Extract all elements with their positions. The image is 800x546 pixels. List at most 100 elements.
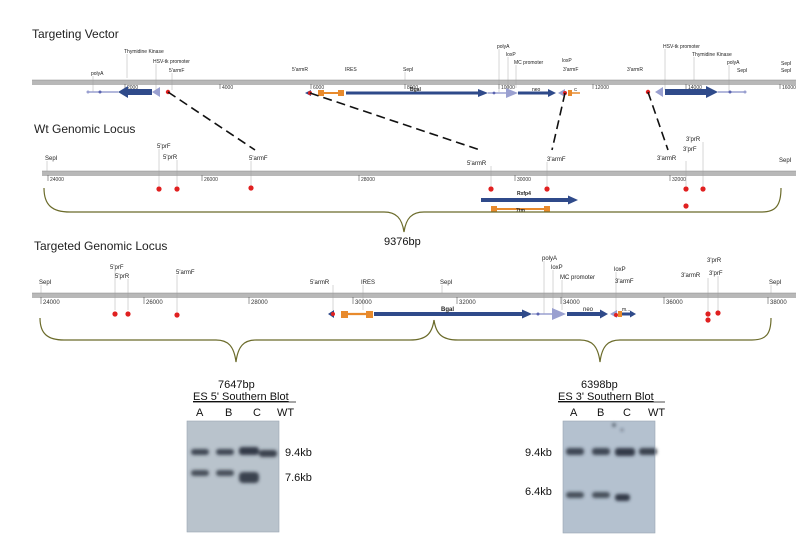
targeted-primer-dots — [112, 310, 721, 323]
wt-label-5armR: 5'armR — [467, 161, 487, 167]
blot3-membrane — [563, 421, 655, 533]
lane-label: C — [623, 407, 631, 419]
blot-5prime: 7647bp ES 5' Southern Blot A B C WT 9.4k… — [186, 379, 312, 533]
rxfp4-gene: Rxfp4 7tm — [481, 191, 578, 214]
tg-label-3prF: 3'prF — [709, 271, 723, 277]
wt-label-3armR: 3'armR — [657, 156, 677, 162]
wt-primer-dots — [156, 185, 706, 209]
label-polyA: polyA — [497, 44, 510, 50]
label-5armR: 5'armR — [292, 67, 308, 73]
blot3-title: ES 3' Southern Blot — [558, 391, 654, 403]
tg-label-5armF: 5'armF — [176, 270, 195, 276]
label-3armF: 3'armF — [563, 67, 578, 73]
label-ires: IRES — [345, 67, 357, 73]
lane-label: B — [597, 407, 604, 419]
tg-label-3armF: 3'armF — [615, 279, 634, 285]
blot5-title: ES 5' Southern Blot — [193, 391, 289, 403]
blot5-size: 7.6kb — [285, 472, 312, 484]
tg-label-m: m... — [622, 307, 630, 313]
targeted-tick-label: 38000 — [770, 300, 787, 306]
wt-tick-label: 28000 — [361, 177, 375, 183]
blot3-lanes: A B C WT — [570, 407, 665, 419]
wt-label-3prR: 3'prR — [686, 137, 701, 143]
vector-labels: polyA Thymidine Kinase HSV-tk promoter 5… — [91, 44, 791, 92]
vector-section: Targeting Vector 2000 4000 6000 8000 100… — [32, 27, 796, 98]
label-rxfp4: Rxfp4 — [517, 191, 531, 197]
wt-size-label: 9376bp — [384, 236, 421, 248]
primer-dot — [112, 311, 118, 317]
wt-tick-label: 26000 — [204, 177, 218, 183]
tg-label-bgal: Bgal — [441, 307, 454, 313]
primer-dot — [705, 311, 711, 317]
primer-dot — [700, 186, 706, 192]
primer-dot — [715, 310, 721, 316]
tg-label-5prF: 5'prF — [110, 265, 124, 271]
bgal-neo-cassette: Bgal neo C — [305, 87, 580, 98]
targeted-section: Targeted Genomic Locus 24000 26000 28000… — [32, 239, 796, 363]
wt-tick-label: 30000 — [517, 177, 531, 183]
wt-tick-label: 32000 — [672, 177, 686, 183]
primer-dot — [683, 203, 689, 209]
wt-labels: SepI 5'prF 5'prR 5'armF 5'armR 3'armF 3'… — [45, 137, 792, 186]
wt-label-sepI: SepI — [45, 156, 58, 162]
primer-dot — [174, 312, 180, 318]
targeted-tick-label: 36000 — [666, 300, 683, 306]
wt-label-sepI: SepI — [779, 158, 792, 164]
targeted-tick-label: 30000 — [355, 300, 372, 306]
tg-label-ires: IRES — [361, 280, 375, 286]
blot5-lanes: A B C WT — [196, 407, 294, 419]
label-7tm: 7tm — [516, 208, 525, 214]
targeted-tick-label: 26000 — [146, 300, 163, 306]
primer-dot — [174, 186, 180, 192]
wt-backbone — [42, 171, 796, 176]
label-c: C — [574, 87, 578, 92]
homology-line-5armR — [309, 92, 481, 151]
blot5-size: 9.4kb — [285, 447, 312, 459]
targeted-tick-label: 28000 — [251, 300, 268, 306]
targeted-backbone — [32, 293, 796, 298]
label-polyA: polyA — [727, 60, 740, 66]
label-sepI: SepI — [781, 68, 791, 74]
label-hsv-promoter: HSV-tk promoter — [153, 59, 190, 65]
blot3-size: 6.4kb — [525, 486, 552, 498]
tg-label-loxP: loxP — [551, 265, 563, 271]
vector-tick-label: 12000 — [595, 85, 609, 91]
primer-dot — [125, 311, 131, 317]
targeted-brace-right — [433, 317, 772, 363]
wt-ticks: 24000 26000 28000 30000 32000 — [47, 175, 686, 183]
lane-label: C — [253, 407, 261, 419]
blot3-size: 9.4kb — [525, 447, 552, 459]
primer-dot — [248, 185, 254, 191]
blot3-size-label: 6398bp — [581, 379, 618, 391]
blot5-bands — [191, 447, 277, 483]
targeted-ticks: 24000 26000 28000 30000 32000 34000 3600… — [40, 297, 787, 306]
label-loxP: loxP — [506, 52, 516, 58]
vector-title: Targeting Vector — [32, 27, 119, 41]
label-loxP: loxP — [562, 58, 572, 64]
homology-line-3armF — [551, 92, 566, 151]
homology-lines — [167, 91, 669, 151]
label-polyA: polyA — [91, 71, 104, 77]
label-mc-promoter: MC promoter — [514, 60, 544, 66]
tg-label-sepI: SepI — [440, 280, 453, 286]
primer-dot — [156, 186, 162, 192]
label-thymidine-kinase: Thymidine Kinase — [124, 49, 164, 55]
vector-tick-label: 16000 — [782, 85, 796, 91]
targeted-cassette: Bgal neo m... — [328, 307, 636, 320]
tg-label-neo: neo — [583, 307, 594, 313]
label-5armF: 5'armF — [169, 68, 184, 74]
lane-label: A — [196, 407, 204, 419]
blot-3prime: 6398bp ES 3' Southern Blot A B C WT 9.4k… — [525, 379, 665, 534]
primer-dot — [544, 186, 550, 192]
label-sepI: SepI — [403, 67, 413, 73]
label-bgal: Bgal — [410, 87, 421, 93]
wt-tick-label: 24000 — [50, 177, 64, 183]
blot5-size-label: 7647bp — [218, 379, 255, 391]
tg-label-mc-promoter: MC promoter — [560, 275, 595, 281]
tg-label-polyA: polyA — [542, 256, 557, 262]
wt-label-3armF: 3'armF — [547, 157, 566, 163]
tg-label-5armR: 5'armR — [310, 280, 330, 286]
blot5-membrane — [187, 421, 279, 532]
lane-label: WT — [648, 407, 665, 419]
